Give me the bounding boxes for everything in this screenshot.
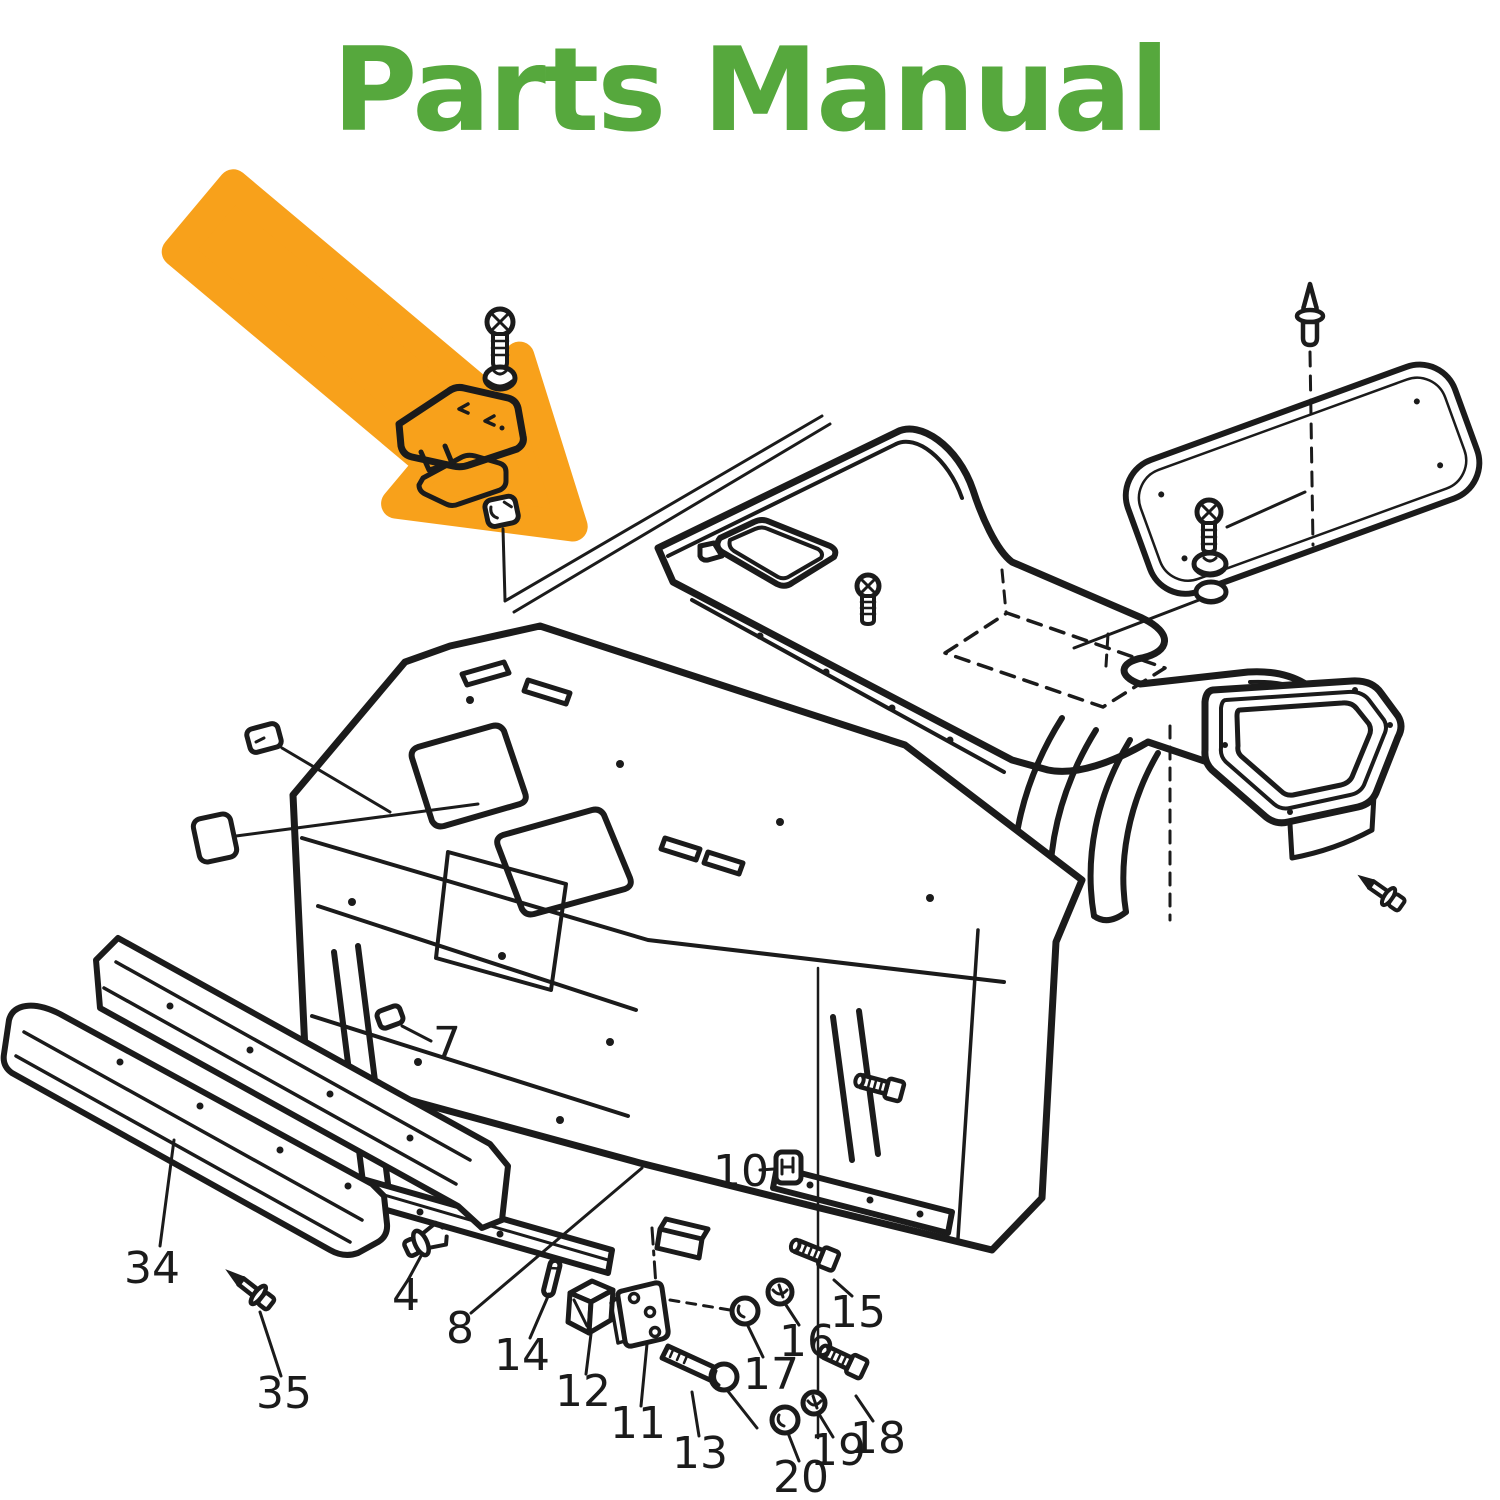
part-label-13: 13 xyxy=(672,1428,728,1479)
washer-17-icon xyxy=(729,1295,761,1327)
bolt-18-icon xyxy=(817,1343,870,1381)
cover-screw-icon xyxy=(484,306,516,370)
body-side-bolt-icon xyxy=(853,1072,907,1104)
hardware-drawing xyxy=(225,966,870,1440)
body-clip-7-icon xyxy=(374,1003,406,1031)
page-title: Parts Manual xyxy=(332,23,1167,158)
clip-4-icon xyxy=(402,1220,449,1258)
part-label-14: 14 xyxy=(494,1330,550,1381)
part-label-7: 7 xyxy=(433,1018,461,1069)
left-pad-icon xyxy=(190,802,480,865)
part-label-12: 12 xyxy=(555,1366,611,1417)
panel-nut-icon xyxy=(1191,550,1229,605)
part-label-10: 10 xyxy=(713,1146,769,1197)
cover-clip-icon xyxy=(482,493,521,530)
part-label-34: 34 xyxy=(124,1243,180,1294)
part-label-11: 11 xyxy=(610,1398,666,1449)
push-rivet-icon xyxy=(1294,281,1326,348)
left-clip-icon xyxy=(244,721,392,814)
bolt-15-icon xyxy=(788,1237,842,1273)
part-label-19: 19 xyxy=(810,1425,866,1476)
bolt-13-icon xyxy=(659,1343,740,1393)
access-panel-drawing xyxy=(1072,281,1483,650)
part-label-16: 16 xyxy=(779,1316,835,1367)
callout-leader-lines xyxy=(158,1024,875,1463)
part-label-18: 18 xyxy=(850,1413,906,1464)
highlight-arrow-icon xyxy=(161,169,588,542)
rivet-35-icon xyxy=(225,1269,277,1312)
washer-20-icon xyxy=(769,1404,801,1436)
block-12-icon xyxy=(565,1278,616,1336)
pin-14-icon xyxy=(541,1257,563,1299)
part-label-17: 17 xyxy=(743,1349,799,1400)
part-label-20: 20 xyxy=(773,1452,829,1500)
main-body-drawing xyxy=(289,622,1086,1276)
part-label-15: 15 xyxy=(830,1287,886,1338)
cover-nut-icon xyxy=(482,364,518,392)
rear-body-drawing xyxy=(654,425,1345,925)
part-label-8: 8 xyxy=(446,1303,474,1354)
highlighted-cover-assembly xyxy=(395,306,832,614)
part-label-4: 4 xyxy=(392,1270,420,1321)
body-clip-10-icon xyxy=(758,1149,804,1186)
part-label-35: 35 xyxy=(256,1368,312,1419)
side-panel-rivet-icon xyxy=(1357,874,1407,913)
side-panel-drawing xyxy=(1201,677,1407,913)
bracket-11-icon xyxy=(609,1280,671,1349)
rear-hatch-frame xyxy=(697,517,839,589)
bumper-rails-drawing xyxy=(0,935,511,1258)
deck-screw-icon xyxy=(854,572,882,626)
callouts: 7 10 34 35 4 8 14 12 11 13 17 16 15 20 1… xyxy=(124,1018,906,1500)
